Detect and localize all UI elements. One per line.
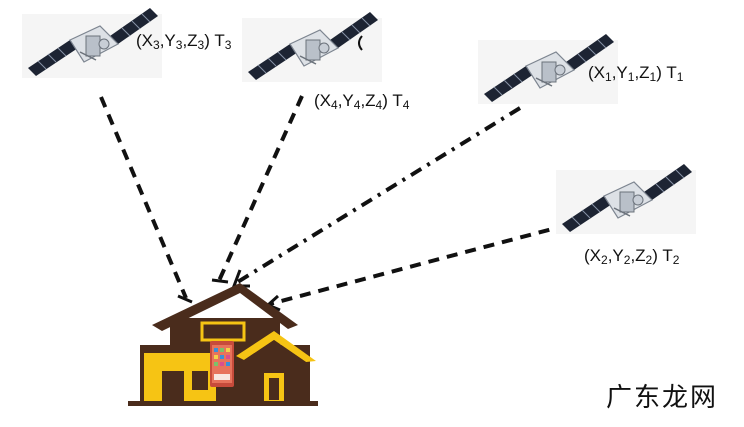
signal-line-sat3 (99, 96, 188, 299)
signal-line-sat2 (269, 218, 587, 306)
watermark-text: 广东龙网 (606, 383, 718, 413)
signal-arrow-sat4 (211, 278, 229, 284)
satellite-4-mark (358, 35, 363, 51)
signal-line-sat4 (216, 95, 304, 284)
signal-line-sat1 (234, 106, 522, 285)
phone-icon (210, 341, 234, 387)
label-sat4: (X4,Y4,Z4) T4 (314, 91, 410, 112)
satellite-2-icon (555, 163, 697, 235)
label-sat3: (X3,Y3,Z3) T3 (136, 31, 232, 52)
signal-lines (99, 95, 587, 312)
signal-arrow-sat3 (177, 294, 193, 304)
label-sat2: (X2,Y2,Z2) T2 (584, 246, 680, 267)
label-sat1: (X1,Y1,Z1) T1 (588, 63, 684, 84)
